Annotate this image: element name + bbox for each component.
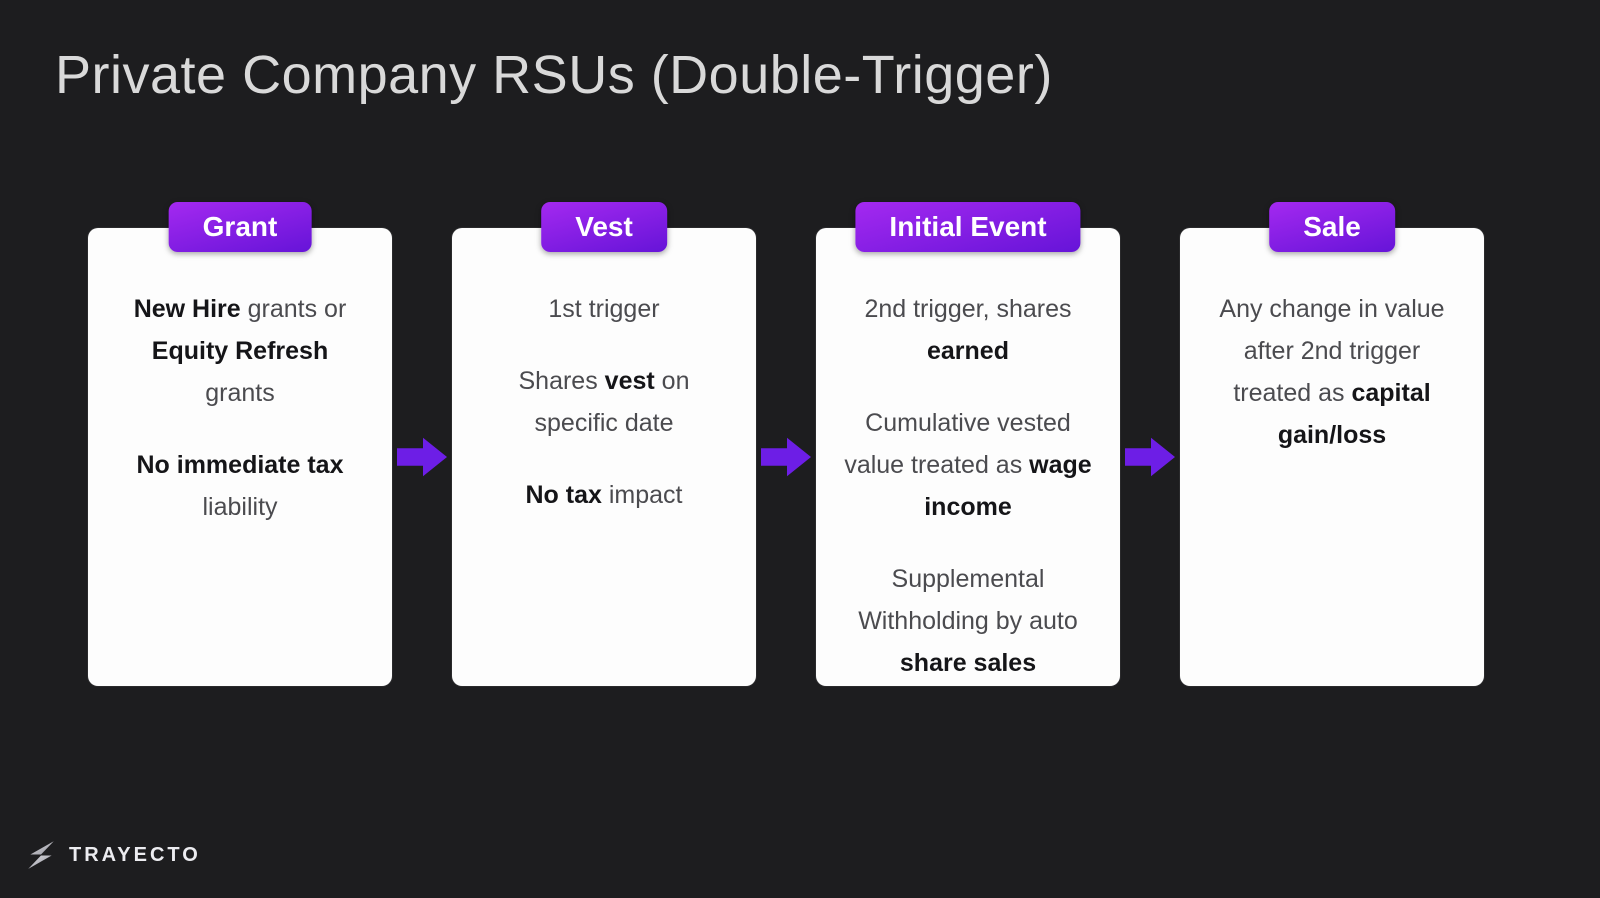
card-title-badge: Initial Event: [855, 202, 1081, 252]
text-segment-bold: No immediate tax: [136, 451, 344, 479]
brand-name: TRAYECTO: [69, 843, 201, 866]
card-title-badge: Sale: [1269, 202, 1395, 252]
text-segment: Cumulative vested value treated as: [844, 409, 1071, 479]
card-paragraph: 1st trigger: [478, 288, 730, 330]
text-segment: on specific date: [534, 367, 690, 437]
card-paragraph: Cumulative vested value treated as wage …: [842, 402, 1094, 528]
flow-arrow-icon: [397, 437, 447, 477]
text-segment: grants or: [240, 295, 347, 323]
text-segment-bold: earned: [927, 337, 1009, 365]
card-paragraph: Supplemental Withholding by auto share s…: [842, 558, 1094, 684]
card-paragraph: 2nd trigger, shares earned: [842, 288, 1094, 372]
card-paragraph: Shares vest on specific date: [478, 360, 730, 444]
text-segment-bold: share sales: [899, 649, 1037, 677]
text-segment-bold: capital gain/loss: [1277, 379, 1431, 449]
text-segment-bold: vest: [604, 367, 655, 395]
card-paragraph: No immediate tax liability: [114, 444, 366, 528]
flow-arrow-icon: [761, 437, 811, 477]
trayecto-logo-icon: [28, 841, 54, 869]
text-segment-bold: New Hire: [133, 295, 241, 323]
card-paragraph: New Hire grants or Equity Refresh grants: [114, 288, 366, 414]
card-paragraph: Any change in value after 2nd trigger tr…: [1206, 288, 1458, 456]
text-segment-bold: Equity Refresh: [151, 337, 329, 365]
text-segment-bold: No tax: [525, 481, 602, 509]
text-segment: 2nd trigger, shares: [864, 295, 1072, 323]
text-segment: Any change in value after 2nd trigger tr…: [1219, 295, 1445, 407]
card-title-badge: Vest: [541, 202, 667, 252]
card-body: Any change in value after 2nd trigger tr…: [1206, 288, 1458, 456]
card-paragraph: No tax impact: [478, 474, 730, 516]
text-segment-bold: wage income: [924, 451, 1092, 521]
flow-arrow-icon: [1125, 437, 1175, 477]
card-body: New Hire grants or Equity Refresh grants…: [114, 288, 366, 528]
text-segment: grants: [205, 379, 275, 407]
text-segment: liability: [202, 493, 278, 521]
brand-footer: TRAYECTO: [24, 838, 201, 872]
text-segment: Supplemental Withholding by auto: [858, 565, 1078, 635]
text-segment: 1st trigger: [548, 295, 660, 323]
page-title: Private Company RSUs (Double-Trigger): [55, 45, 1053, 105]
card-title-badge: Grant: [168, 202, 312, 252]
text-segment: impact: [601, 481, 683, 509]
text-segment: Shares: [518, 367, 605, 395]
